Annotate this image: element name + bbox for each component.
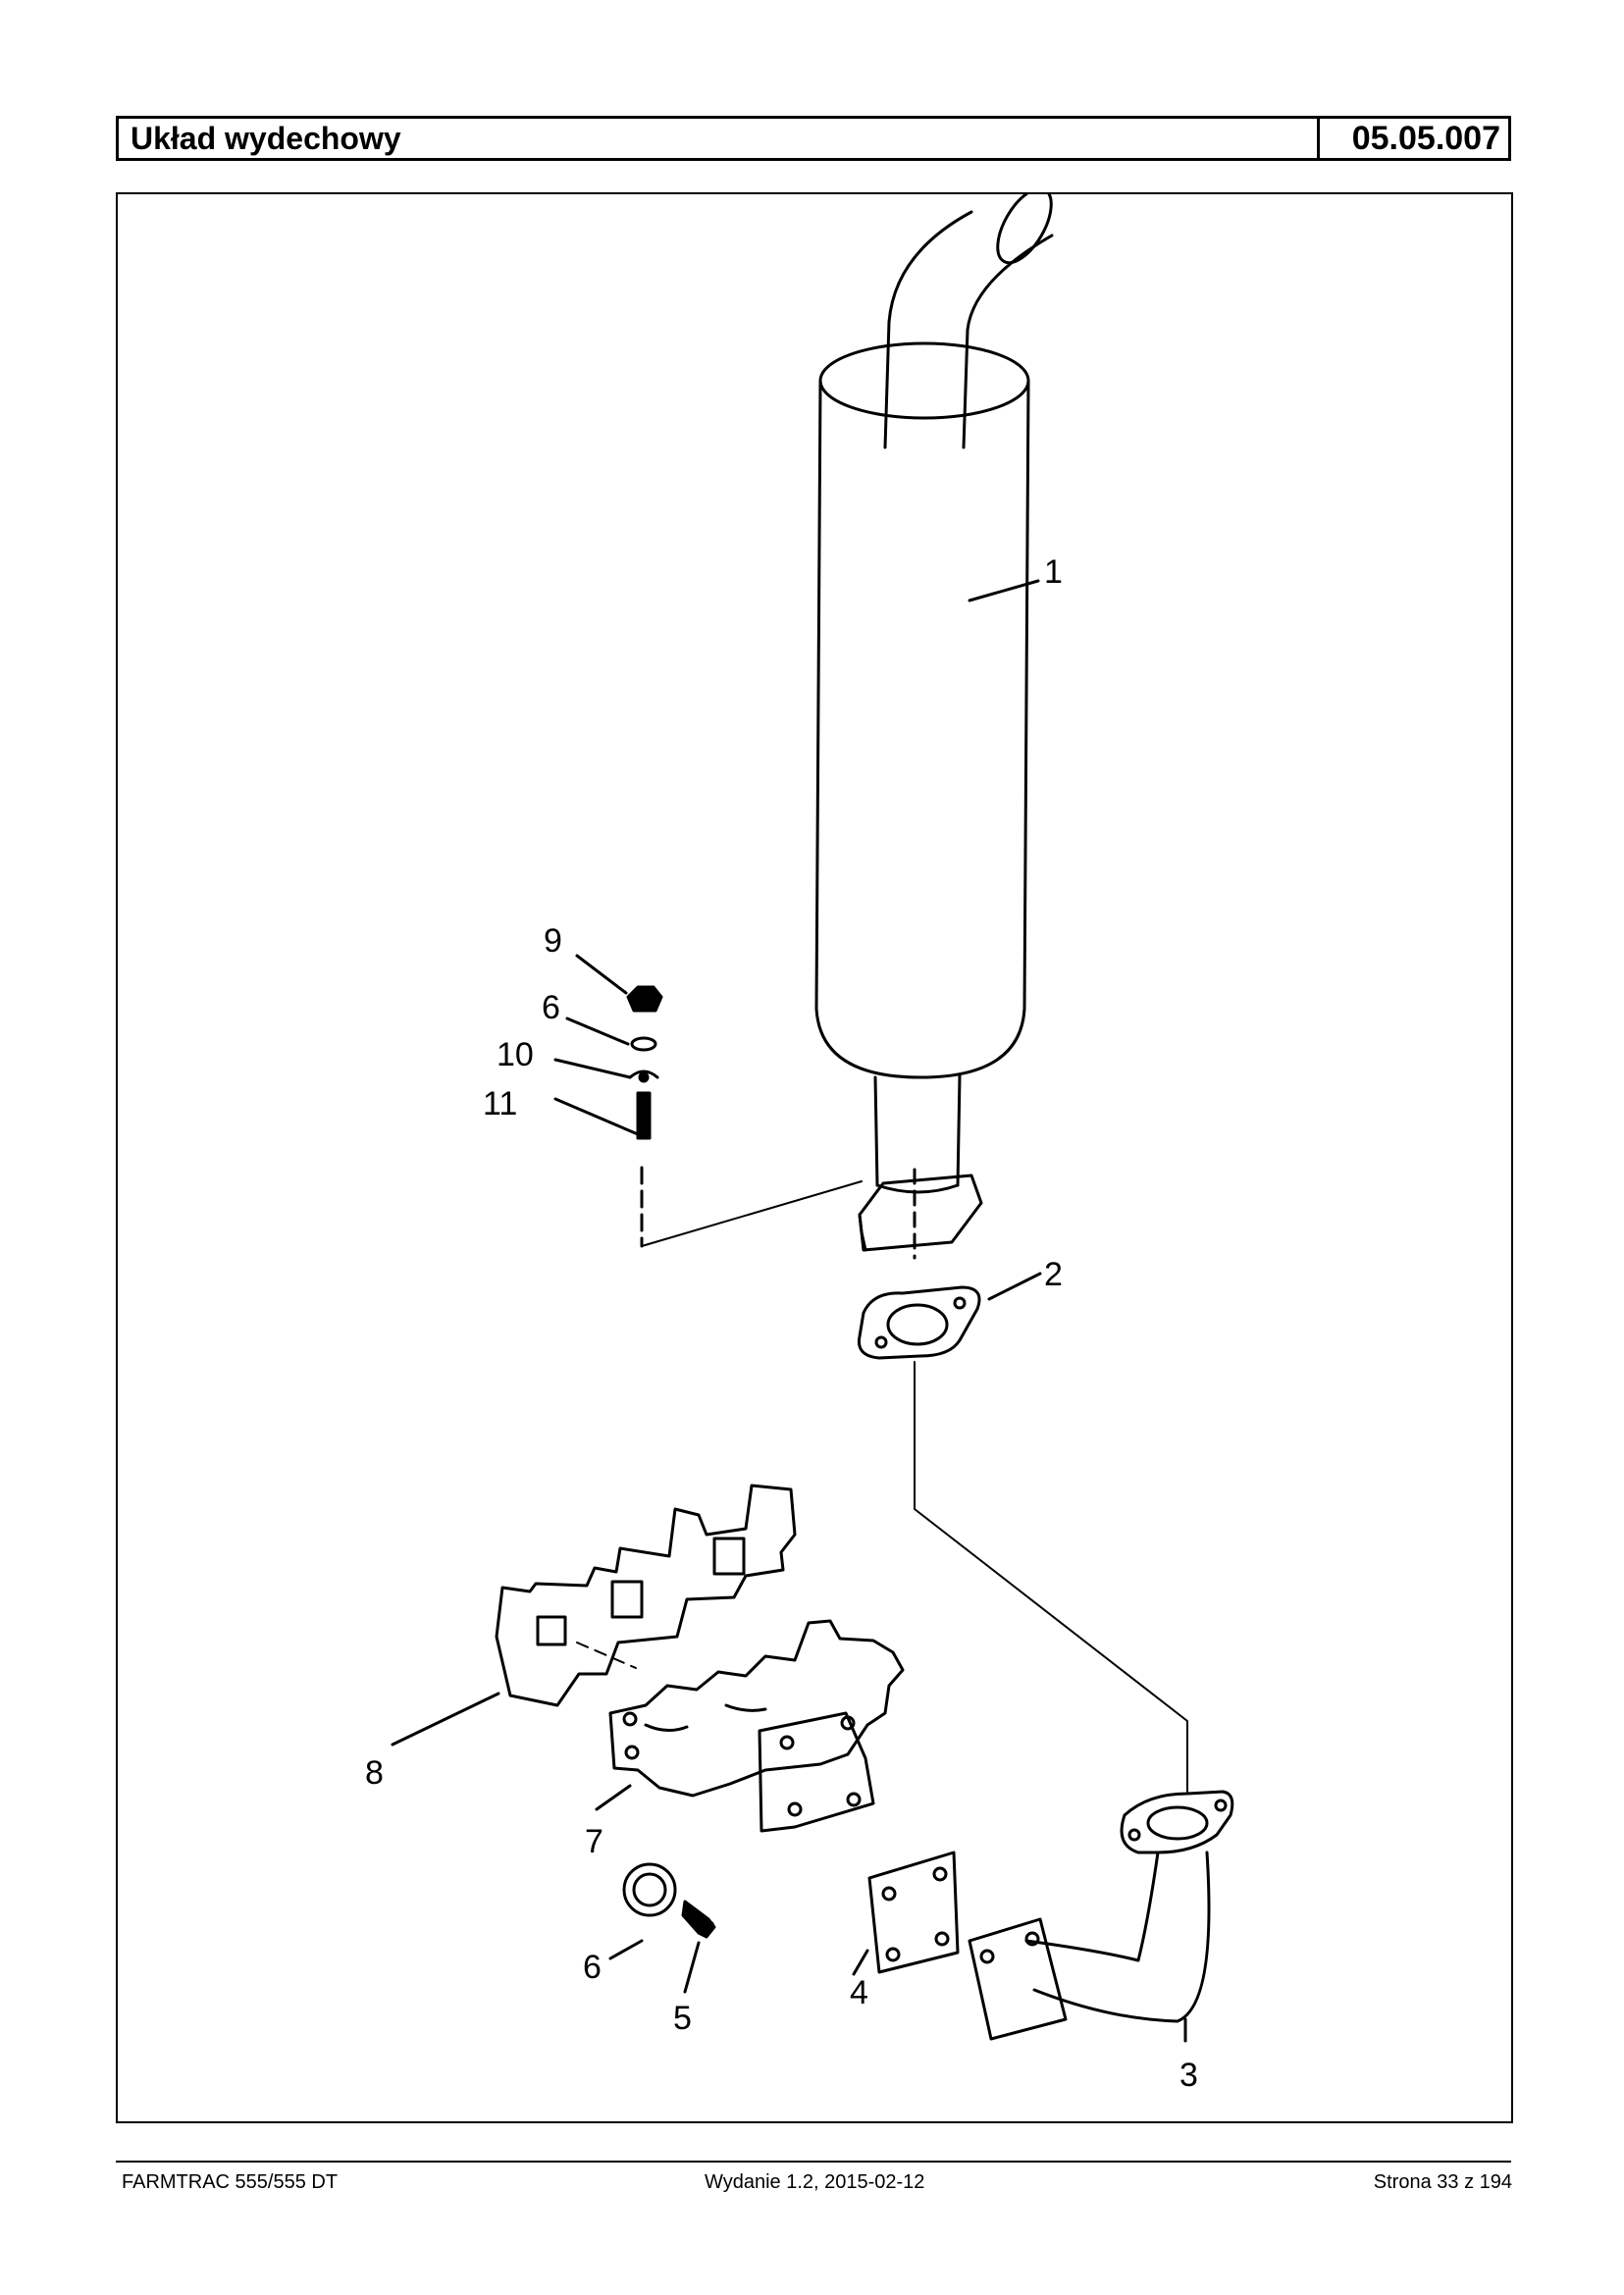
part-7-exhaust-manifold xyxy=(608,1619,905,1798)
callout-4: 4 xyxy=(850,1974,868,2011)
footer-page-number: Strona 33 z 194 xyxy=(1373,2171,1512,2193)
part-1-muffler xyxy=(814,194,1054,1260)
callout-6-upper: 6 xyxy=(542,989,560,1026)
part-2-gasket xyxy=(857,1285,981,1360)
callout-2: 2 xyxy=(1044,1256,1063,1293)
callout-5: 5 xyxy=(673,2000,692,2037)
callout-8: 8 xyxy=(365,1754,384,1792)
callout-10: 10 xyxy=(497,1036,534,1073)
diagram-canvas: 1 2 3 4 5 6 6 7 8 9 10 11 xyxy=(365,194,1234,2094)
callout-9: 9 xyxy=(544,922,562,960)
part-8-manifold-gasket xyxy=(495,1484,797,1707)
exploded-parts-diagram: 1 2 3 4 5 6 6 7 8 9 10 11 xyxy=(116,192,1513,2123)
callout-11: 11 xyxy=(483,1085,517,1122)
footer-divider xyxy=(116,2161,1511,2163)
fastener-stack xyxy=(626,985,863,1248)
callout-7: 7 xyxy=(585,1823,603,1860)
leader-lines xyxy=(391,579,1187,2043)
section-title: Układ wydechowy xyxy=(119,119,1320,158)
footer-edition: Wydanie 1.2, 2015-02-12 xyxy=(705,2171,925,2193)
footer-model: FARMTRAC 555/555 DT xyxy=(122,2171,339,2193)
assembly-centreline xyxy=(914,1361,1188,1795)
part-3-exhaust-elbow xyxy=(968,1790,1234,2041)
callout-6-lower: 6 xyxy=(583,1949,602,1986)
part-4-plates xyxy=(758,1711,960,1974)
callout-labels: 1 2 3 4 5 6 6 7 8 9 10 11 xyxy=(365,553,1198,2094)
callout-3: 3 xyxy=(1179,2057,1198,2094)
part-6-washer-and-part-5-bolt xyxy=(622,1862,716,1939)
callout-1: 1 xyxy=(1044,553,1063,591)
page-header: Układ wydechowy 05.05.007 xyxy=(116,116,1511,161)
section-code: 05.05.007 xyxy=(1351,120,1500,157)
